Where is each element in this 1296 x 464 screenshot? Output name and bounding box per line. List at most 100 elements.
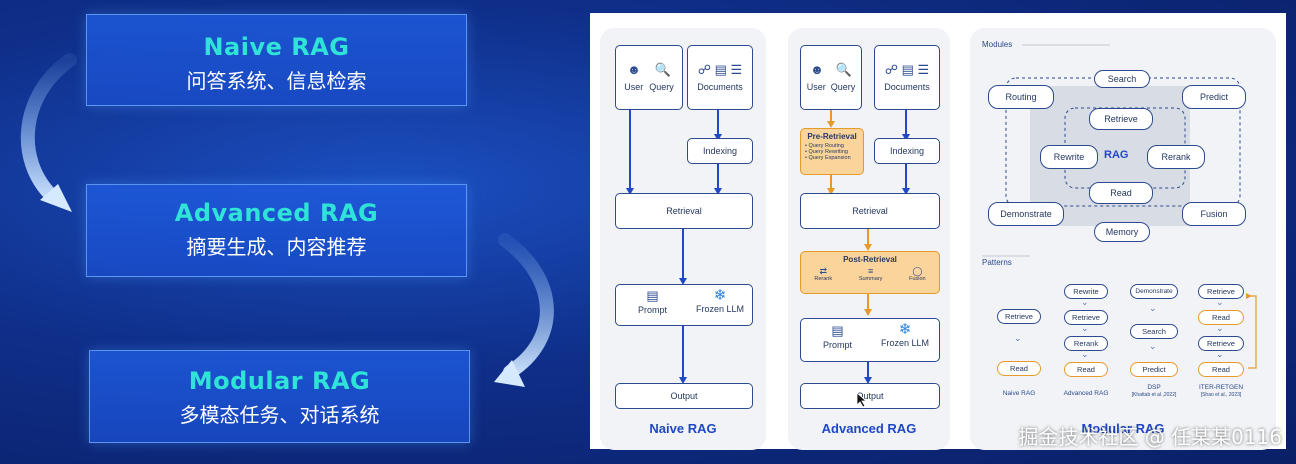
stage-advanced-rag: Advanced RAG 摘要生成、内容推荐 xyxy=(86,184,467,277)
user-label: User xyxy=(806,82,826,92)
user-query-box: ☻ 🔍 User Query xyxy=(800,45,862,110)
user-label: User xyxy=(624,82,644,92)
summary-icon: ≡ xyxy=(867,266,874,276)
frozen-llm-label: Frozen LLM xyxy=(881,338,930,348)
pattern-box-label: Rewrite xyxy=(1073,287,1099,296)
rerank-icon: ⇄ xyxy=(819,266,827,276)
watermark: 掘金技术社区 @ 任某某0116 xyxy=(1018,425,1282,449)
indexing-box: Indexing xyxy=(874,138,940,164)
output-label: Output xyxy=(856,391,884,401)
pattern-box-label: Demonstrate xyxy=(1135,288,1173,295)
retrieval-label: Retrieval xyxy=(852,206,888,216)
module-fusion: Fusion xyxy=(1182,202,1246,226)
arrow-head-1 xyxy=(40,184,72,212)
pattern-label: ITER-RETGEN xyxy=(1198,384,1244,391)
pattern-box-label: Read xyxy=(1077,365,1095,374)
pattern-box: Read xyxy=(1198,310,1244,325)
chevron-down-icon: ⌄ xyxy=(1216,350,1224,360)
module-rerank: Rerank xyxy=(1147,145,1205,169)
indexing-label: Indexing xyxy=(702,146,738,156)
arrow-naive-to-advanced xyxy=(20,53,77,203)
chevron-down-icon: ⌄ xyxy=(1149,342,1157,352)
module-predict: Predict xyxy=(1182,85,1246,109)
pattern-box-label: Retrieve xyxy=(1207,287,1235,296)
module-read: Read xyxy=(1089,182,1153,204)
module-demonstrate: Demonstrate xyxy=(988,202,1064,226)
documents-icon: ☍ ▤ ☰ xyxy=(884,62,930,77)
module-label: Predict xyxy=(1199,92,1228,102)
query-icon: 🔍 xyxy=(654,62,671,77)
module-retrieve: Retrieve xyxy=(1089,108,1153,130)
retrieval-box: Retrieval xyxy=(615,193,753,229)
user-icon: ☻ xyxy=(810,62,824,77)
pre-retrieval-label: Pre-Retrieval xyxy=(807,132,857,141)
module-rewrite: Rewrite xyxy=(1040,145,1098,169)
post-item: Fusion xyxy=(909,276,926,282)
pattern-box-label: Rerank xyxy=(1073,339,1099,348)
documents-box: ☍ ▤ ☰ Documents xyxy=(687,45,753,110)
pattern-label: DSP xyxy=(1147,384,1161,391)
pattern-box: Read xyxy=(997,361,1041,376)
rag-paradigms-figure: ☻ 🔍 User Query ☍ ▤ ☰ Documents Indexing … xyxy=(590,13,1286,450)
pattern-box: Read xyxy=(1064,362,1108,377)
documents-icon: ☍ ▤ ☰ xyxy=(697,62,743,77)
pattern-label: Naive RAG xyxy=(1002,390,1036,397)
query-icon: 🔍 xyxy=(835,62,852,77)
modular-rag-column: Modules Search Routing Predict Retrieve … xyxy=(970,28,1276,450)
pattern-box-label: Retrieve xyxy=(1072,313,1100,322)
pattern-box-label: Retrieve xyxy=(1005,312,1033,321)
pattern-box: Retrieve xyxy=(1198,336,1244,351)
pattern-box: Search xyxy=(1130,324,1178,339)
fusion-icon: ◯ xyxy=(912,266,923,276)
pattern-box: Rerank xyxy=(1064,336,1108,351)
prompt-icon: ▤ xyxy=(831,323,844,338)
pattern-label: Advanced RAG xyxy=(1063,390,1109,397)
documents-label: Documents xyxy=(697,82,743,92)
pattern-box: Predict xyxy=(1130,362,1178,377)
module-label: Search xyxy=(1107,74,1137,84)
chevron-down-icon: ⌄ xyxy=(1081,324,1089,334)
documents-label: Documents xyxy=(884,82,930,92)
module-search: Search xyxy=(1094,70,1150,88)
pattern-box: Rewrite xyxy=(1064,284,1108,299)
post-item: Rerank xyxy=(814,276,833,282)
user-icon: ☻ xyxy=(627,62,641,77)
module-label: Memory xyxy=(1105,227,1139,237)
indexing-label: Indexing xyxy=(889,146,925,156)
pattern-box-label: Retrieve xyxy=(1207,339,1235,348)
chevron-down-icon: ⌄ xyxy=(1216,298,1224,308)
prompt-label: Prompt xyxy=(823,340,853,350)
query-label: Query xyxy=(830,82,856,92)
stage-title: Modular RAG xyxy=(188,367,371,395)
indexing-box: Indexing xyxy=(687,138,753,164)
module-label: Read xyxy=(1110,188,1132,198)
prompt-label: Prompt xyxy=(638,305,668,315)
pattern-box-label: Read xyxy=(1212,313,1230,322)
prompt-llm-box: ▤ Prompt ❄ Frozen LLM xyxy=(615,284,753,326)
modular-rag-title: Modular RAG xyxy=(1081,421,1165,436)
chevron-down-icon: ⌄ xyxy=(1081,350,1089,360)
frozen-llm-label: Frozen LLM xyxy=(696,304,745,314)
pattern-box: Retrieve xyxy=(997,309,1041,324)
query-label: Query xyxy=(649,82,674,92)
pattern-box: Retrieve xyxy=(1064,310,1108,325)
stage-subtitle: 摘要生成、内容推荐 xyxy=(186,235,367,259)
stage-title: Advanced RAG xyxy=(174,199,379,227)
post-item: Summary xyxy=(858,276,883,282)
arrow-advanced-to-modular xyxy=(498,233,554,379)
modules-label: Modules xyxy=(982,40,1013,49)
module-label: Fusion xyxy=(1200,209,1228,219)
retrieval-box: Retrieval xyxy=(800,193,940,229)
stage-title: Naive RAG xyxy=(203,33,350,61)
pattern-box: Demonstrate xyxy=(1130,284,1178,299)
rag-core-label: RAG xyxy=(1104,149,1129,161)
retrieval-label: Retrieval xyxy=(666,206,702,216)
chevron-down-icon: ⌄ xyxy=(1216,324,1224,334)
pre-item: • Query Routing xyxy=(805,143,844,149)
advanced-rag-title: Advanced RAG xyxy=(821,421,917,436)
pre-retrieval-box: Pre-Retrieval • Query Routing • Query Re… xyxy=(800,128,864,175)
prompt-icon: ▤ xyxy=(646,288,659,303)
module-label: Rerank xyxy=(1161,152,1191,162)
output-box: Output xyxy=(800,383,940,409)
prompt-llm-box: ▤ Prompt ❄ Frozen LLM xyxy=(800,318,940,362)
